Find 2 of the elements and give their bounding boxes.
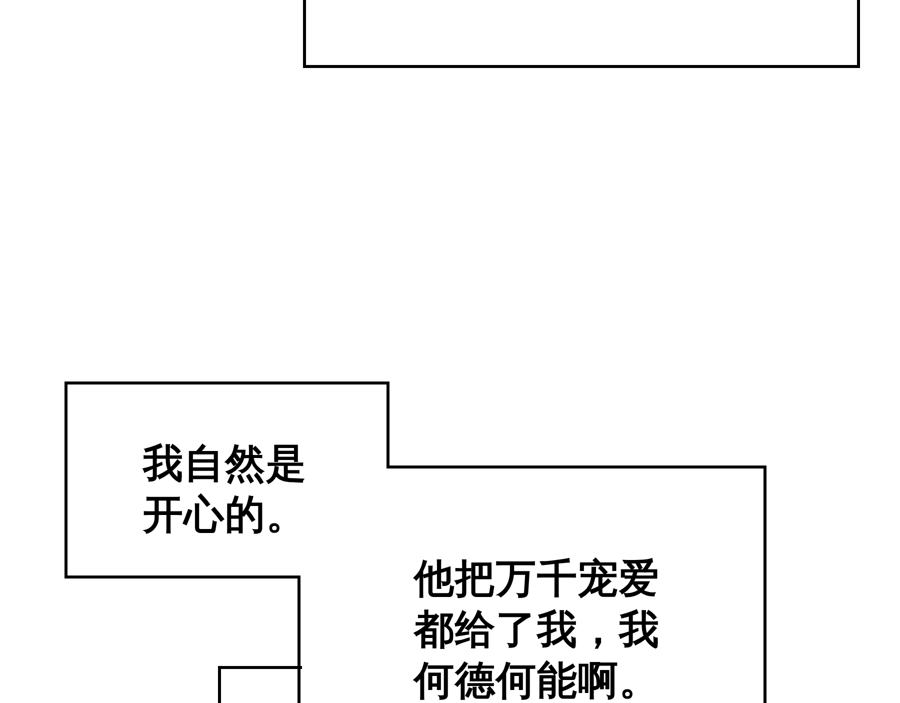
- dialogue-text: 他把万千宠爱都给了我，我何德何能啊。: [414, 555, 661, 703]
- dialogue-text: 我自然是开心的。: [143, 440, 308, 540]
